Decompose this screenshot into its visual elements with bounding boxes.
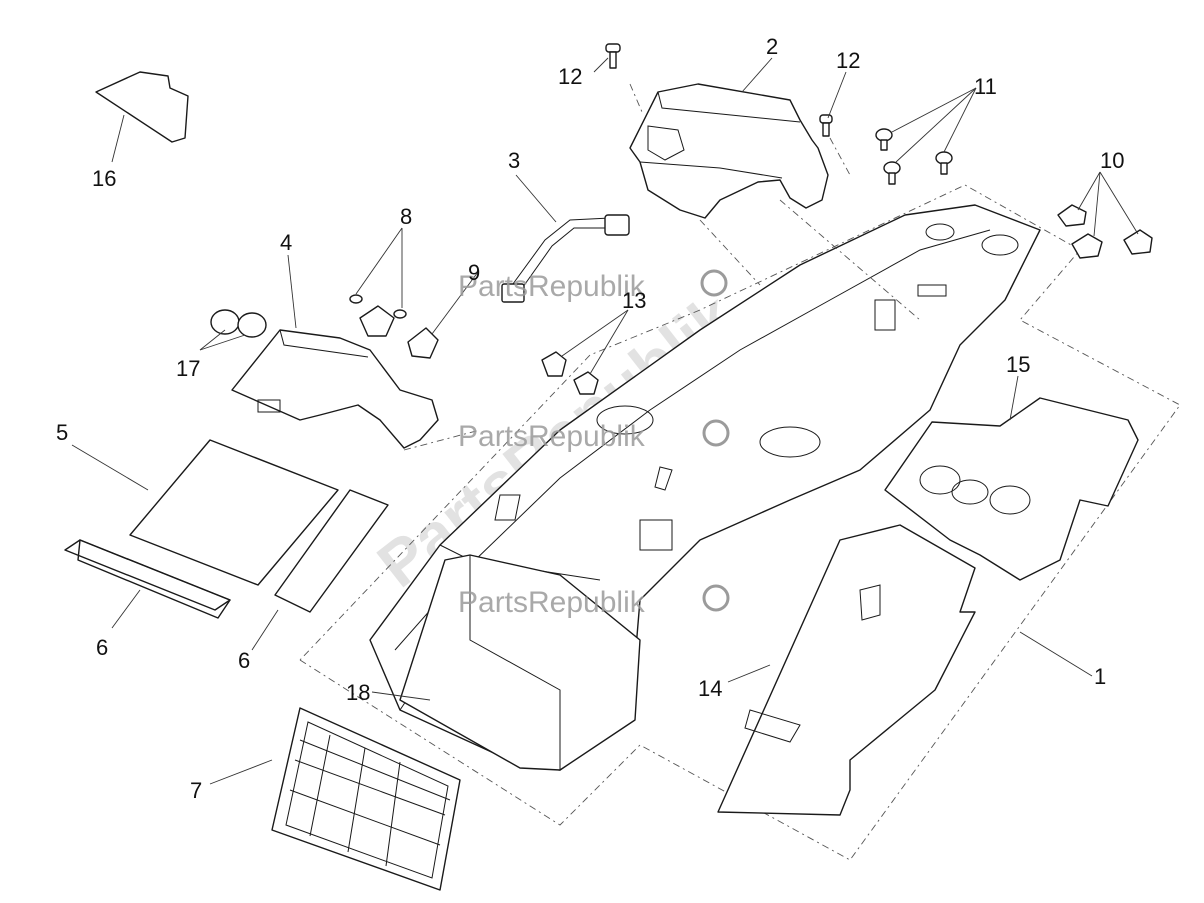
callout-2: 2	[766, 34, 778, 59]
callout-11: 11	[974, 74, 997, 99]
leader-lines	[71, 57, 1139, 785]
part-5-panel	[129, 439, 339, 586]
callout-6a: 6	[96, 635, 108, 660]
part-6-strip-left	[64, 539, 231, 619]
gear-icon	[702, 584, 730, 612]
callout-6b: 6	[238, 648, 250, 673]
watermark-middle: PartsRepublik	[458, 419, 730, 453]
part-6-strip-right	[274, 489, 389, 613]
part-11-screws	[875, 128, 953, 185]
part-3-cable	[501, 214, 630, 303]
callout-3: 3	[508, 148, 520, 173]
callout-4: 4	[280, 230, 292, 255]
callout-15: 15	[1006, 352, 1030, 377]
gear-icon	[700, 269, 728, 297]
part-13-clips	[541, 351, 599, 395]
callout-17: 17	[176, 356, 200, 381]
part-7-grille	[271, 707, 461, 891]
part-18-under-tray	[399, 554, 641, 771]
assembly-boundary	[299, 184, 1181, 861]
part-12-screw-a	[605, 43, 621, 69]
part-10-clips	[1057, 204, 1153, 259]
callout-5: 5	[56, 420, 68, 445]
watermark-bottom: PartsRepublik	[458, 584, 730, 619]
assembly-guides	[403, 83, 921, 451]
part-17-plugs	[210, 309, 267, 338]
part-14-panel	[717, 524, 976, 816]
callout-8: 8	[400, 204, 412, 229]
callout-16: 16	[92, 166, 116, 191]
svg-text:PartsRepublik: PartsRepublik	[458, 420, 646, 453]
part-2-tail-cover	[629, 83, 829, 219]
watermark-top: PartsRepublik	[458, 269, 728, 303]
callout-10: 10	[1100, 148, 1124, 173]
callout-labels: 1 2 3 4 5 6 6 7 8 9 10 11 12 12 13 14 15…	[56, 34, 1124, 803]
gear-icon	[702, 419, 730, 447]
callout-7: 7	[190, 778, 202, 803]
callout-13: 13	[622, 288, 646, 313]
svg-text:PartsRepublik: PartsRepublik	[458, 270, 646, 303]
callout-1: 1	[1094, 664, 1106, 689]
part-4-rear-mount	[231, 329, 439, 449]
part-16-cover	[95, 71, 189, 143]
callout-9: 9	[468, 260, 480, 285]
part-8-fasteners	[349, 294, 439, 359]
callout-18: 18	[346, 680, 370, 705]
part-12-screw-b	[819, 114, 833, 137]
callout-14: 14	[698, 676, 722, 701]
part-15-panel	[884, 397, 1139, 581]
svg-text:PartsRepublik: PartsRepublik	[458, 586, 646, 619]
callout-12b: 12	[836, 48, 860, 73]
callout-12a: 12	[558, 64, 582, 89]
